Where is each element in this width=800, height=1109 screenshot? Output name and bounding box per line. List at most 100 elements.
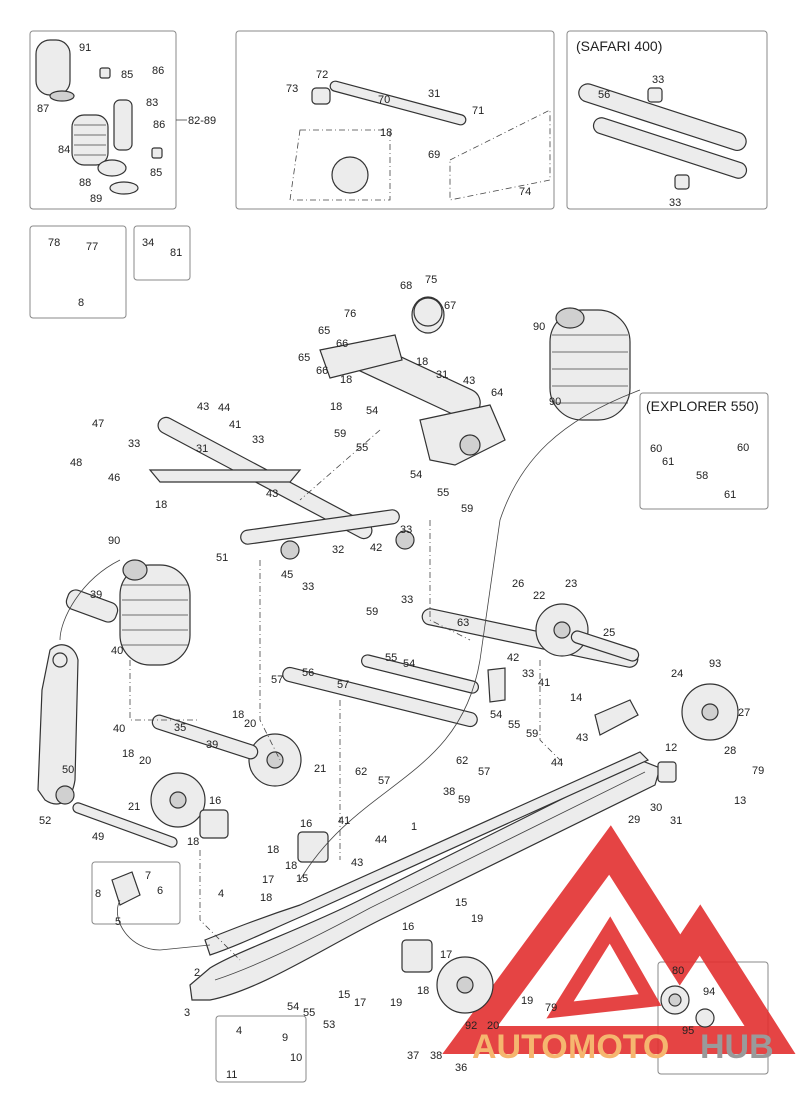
- callout: 33: [128, 438, 140, 450]
- block-7: [111, 871, 141, 906]
- callout: 72: [316, 69, 328, 81]
- callout: 91: [79, 42, 91, 54]
- callout: 18: [155, 499, 167, 511]
- callout: 21: [128, 801, 140, 813]
- bearing: [660, 985, 715, 1028]
- callout: 61: [662, 456, 674, 468]
- callout: 27: [738, 707, 750, 719]
- callout: 85: [121, 69, 133, 81]
- front-shock: [549, 307, 631, 421]
- trailing-arm: [37, 644, 79, 805]
- callout: 48: [70, 457, 82, 469]
- callout: 54: [287, 1001, 299, 1013]
- callout: 31: [196, 443, 208, 455]
- callout: 36: [455, 1062, 467, 1074]
- callout: 44: [551, 757, 563, 769]
- rear-shock: [119, 559, 191, 666]
- callout: 68: [400, 280, 412, 292]
- callout: 20: [487, 1020, 499, 1032]
- bracket-16-c: [401, 939, 433, 973]
- callout: 80: [672, 965, 684, 977]
- callout: 16: [300, 818, 312, 830]
- callout: 55: [385, 652, 397, 664]
- callout: 41: [229, 419, 241, 431]
- callout: 92: [465, 1020, 477, 1032]
- callout: 4: [218, 888, 224, 900]
- callout: 37: [407, 1050, 419, 1062]
- range-label: 82-89: [188, 115, 216, 127]
- callout: 55: [356, 442, 368, 454]
- safari-400-inset: [566, 30, 768, 210]
- callout: 19: [471, 913, 483, 925]
- wheel-23: [535, 603, 589, 657]
- wheel-93: [681, 683, 739, 741]
- pulley-75: [413, 297, 443, 327]
- callout: 62: [456, 755, 468, 767]
- callout: 71: [472, 105, 484, 117]
- callout: 18: [232, 709, 244, 721]
- callout: 16: [209, 795, 221, 807]
- middle-arm: [282, 608, 639, 728]
- callout: 9: [282, 1032, 288, 1044]
- callout: 33: [401, 594, 413, 606]
- callout: 43: [266, 488, 278, 500]
- callout: 54: [490, 709, 502, 721]
- callout: 54: [410, 469, 422, 481]
- callout: 66: [336, 338, 348, 350]
- callout: 25: [603, 627, 615, 639]
- callout: 18: [417, 985, 429, 997]
- callout: 19: [390, 997, 402, 1009]
- callout: 17: [354, 997, 366, 1009]
- callout: 40: [111, 645, 123, 657]
- callout: 15: [455, 897, 467, 909]
- callout: 17: [262, 874, 274, 886]
- callout: 18: [285, 860, 297, 872]
- bracket-16-a: [199, 809, 229, 839]
- callout: 33: [669, 197, 681, 209]
- callout: 34: [142, 237, 154, 249]
- callout: 57: [337, 679, 349, 691]
- callout: 63: [457, 617, 469, 629]
- callout: 8: [78, 297, 84, 309]
- wheel-21-upper: [248, 733, 302, 787]
- callout: 31: [436, 369, 448, 381]
- axle-25: [570, 630, 640, 662]
- callout: 35: [174, 722, 186, 734]
- callout: 22: [533, 590, 545, 602]
- callout: 42: [370, 542, 382, 554]
- callout: 23: [565, 578, 577, 590]
- bracket-14: [594, 699, 639, 736]
- callout: 18: [416, 356, 428, 368]
- callout: 65: [298, 352, 310, 364]
- callout: 28: [724, 745, 736, 757]
- callout: 54: [403, 658, 415, 670]
- callout: 55: [437, 487, 449, 499]
- callout: 20: [139, 755, 151, 767]
- track-rail: [189, 751, 661, 1001]
- callout: 18: [122, 748, 134, 760]
- callout: 31: [670, 815, 682, 827]
- callout: 79: [752, 765, 764, 777]
- callout: 90: [549, 396, 561, 408]
- callout: 77: [86, 241, 98, 253]
- callout: 64: [491, 387, 503, 399]
- safari-arm: [578, 83, 748, 190]
- svg-text:HUB: HUB: [700, 1028, 774, 1066]
- callout: 47: [92, 418, 104, 430]
- callout: 46: [108, 472, 120, 484]
- callout: 30: [650, 802, 662, 814]
- callout: 79: [545, 1002, 557, 1014]
- callout: 43: [197, 401, 209, 413]
- wheel-92: [436, 956, 494, 1014]
- callout: 55: [508, 719, 520, 731]
- callout: 7: [145, 870, 151, 882]
- callout: 89: [90, 193, 102, 205]
- callout: 69: [428, 149, 440, 161]
- callout: 15: [296, 873, 308, 885]
- callout: 5: [115, 916, 121, 928]
- callout: 60: [737, 442, 749, 454]
- callout: 76: [344, 308, 356, 320]
- bracket-16-b: [297, 831, 329, 863]
- callout: 55: [303, 1007, 315, 1019]
